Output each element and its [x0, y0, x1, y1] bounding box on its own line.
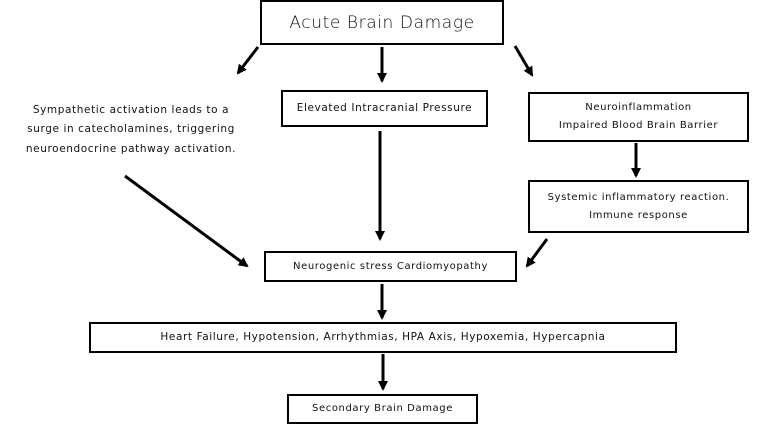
node-secondary-brain-damage: Secondary Brain Damage [287, 394, 478, 424]
node-systemic-line-2: Immune response [589, 209, 688, 221]
node-acute-brain-damage: Acute Brain Damage [260, 0, 504, 45]
arrow-systemic-to-nscm [525, 238, 549, 268]
node-nscm-label: Neurogenic stress Cardiomyopathy [293, 260, 488, 272]
arrow-acute-to-neuroinflammation [513, 45, 534, 77]
node-sympathetic-line-1: Sympathetic activation leads to a [32, 103, 230, 116]
node-acute-brain-damage-label: Acute Brain Damage [289, 12, 475, 33]
node-elevated-icp-label: Elevated Intracranial Pressure [296, 101, 473, 114]
node-systemic-line-1: Systemic inflammatory reaction. [547, 191, 730, 203]
node-neuroinflammation-line-2: Impaired Blood Brain Barrier [558, 120, 719, 131]
node-neuroinflammation-line-1: Neuroinflammation [585, 102, 692, 113]
arrow-acute-to-sympathetic [236, 46, 260, 75]
node-sympathetic-line-2: surge in catecholamines, triggering [27, 123, 235, 136]
node-sympathetic-line-3: neuroendocrine pathway activation. [25, 142, 237, 155]
node-elevated-intracranial-pressure: Elevated Intracranial Pressure [281, 90, 488, 127]
node-neurogenic-stress-cardiomyopathy: Neurogenic stress Cardiomyopathy [264, 251, 517, 282]
node-neuroinflammation: Neuroinflammation Impaired Blood Brain B… [528, 92, 749, 142]
node-heart-failure-label: Heart Failure, Hypotension, Arrhythmias,… [160, 330, 606, 343]
arrow-sympathetic-to-nscm [124, 174, 249, 268]
node-heart-failure-complications: Heart Failure, Hypotension, Arrhythmias,… [89, 322, 677, 353]
node-secondary-brain-damage-label: Secondary Brain Damage [312, 403, 453, 414]
node-sympathetic-activation: Sympathetic activation leads to a surge … [4, 90, 258, 170]
node-systemic-inflammatory-reaction: Systemic inflammatory reaction. Immune r… [528, 180, 749, 233]
